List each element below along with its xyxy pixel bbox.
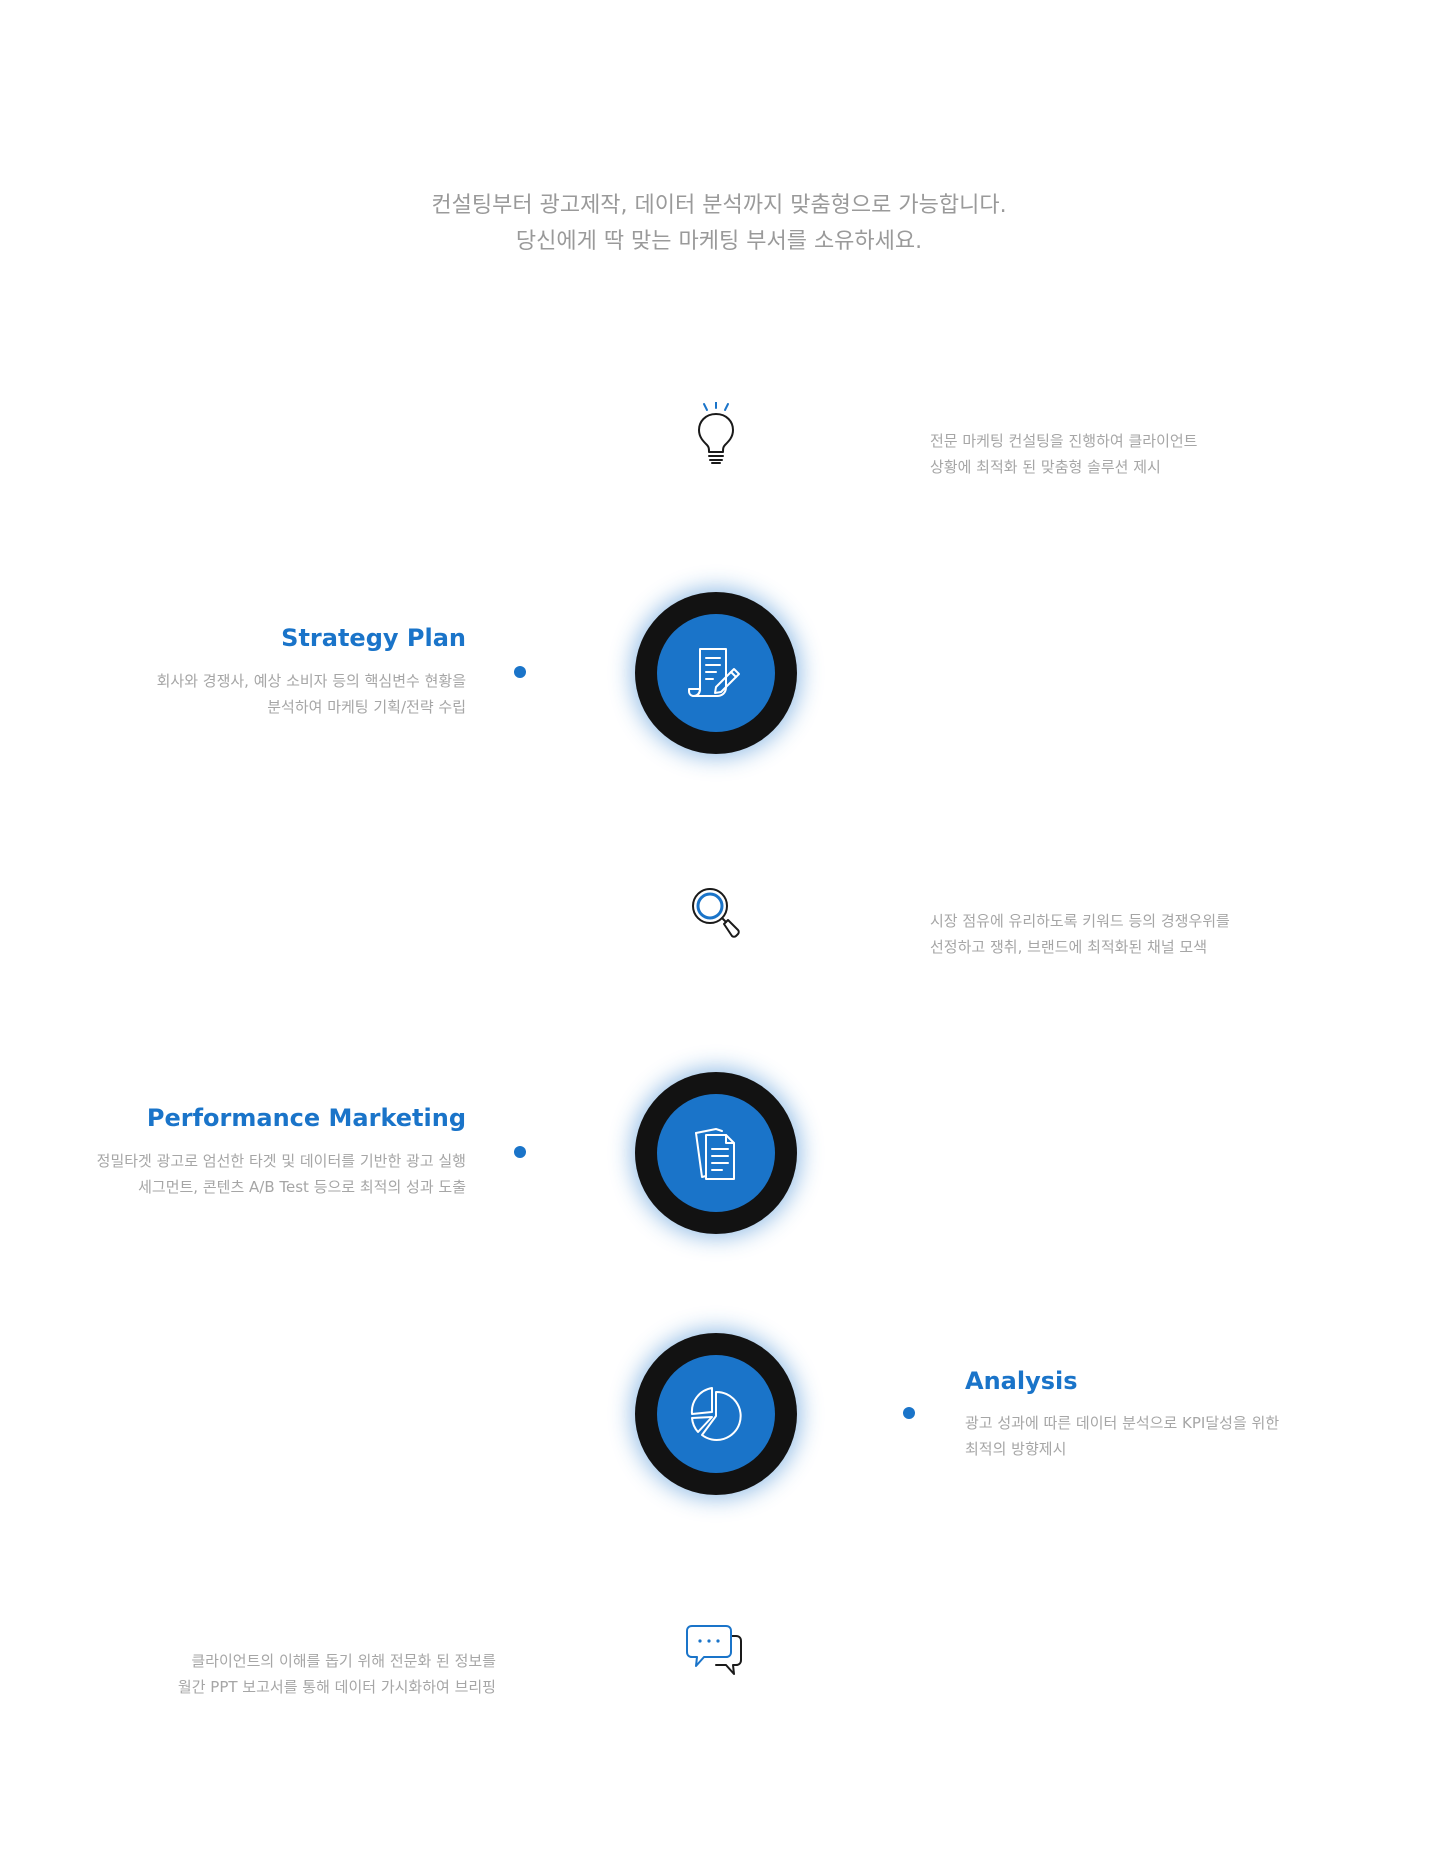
- performance-description: 정밀타겟 광고로 엄선한 타겟 및 데이터를 기반한 광고 실행 세그먼트, 콘…: [97, 1148, 466, 1200]
- strategy-desc-line-1: 회사와 경쟁사, 예상 소비자 등의 핵심변수 현황을: [156, 672, 466, 690]
- reporting-description: 클라이언트의 이해를 돕기 위해 전문화 된 정보를 월간 PPT 보고서를 통…: [178, 1648, 496, 1700]
- analysis-title: Analysis: [965, 1367, 1078, 1395]
- strategy-title: Strategy Plan: [281, 624, 466, 652]
- chat-bubbles-icon: [686, 1624, 744, 1676]
- performance-icon-core: [657, 1094, 775, 1212]
- keyword-desc-line-2: 선정하고 쟁취, 브랜드에 최적화된 채널 모색: [930, 938, 1208, 956]
- consulting-desc-line-1: 전문 마케팅 컨설팅을 진행하여 클라이언트: [930, 432, 1198, 450]
- intro-text: 컨설팅부터 광고제작, 데이터 분석까지 맞춤형으로 가능합니다. 당신에게 딱…: [0, 188, 1438, 260]
- analysis-desc-line-1: 광고 성과에 따른 데이터 분석으로 KPI달성을 위한: [965, 1414, 1280, 1432]
- documents-icon: [695, 1128, 735, 1180]
- analysis-icon-badge: [635, 1333, 797, 1495]
- consulting-desc-line-2: 상황에 최적화 된 맞춤형 솔루션 제시: [930, 458, 1161, 476]
- analysis-timeline-dot: [903, 1407, 915, 1419]
- strategy-icon-core: [657, 614, 775, 732]
- reporting-desc-line-1: 클라이언트의 이해를 돕기 위해 전문화 된 정보를: [191, 1652, 496, 1670]
- analysis-icon-core: [657, 1355, 775, 1473]
- strategy-desc-line-2: 분석하여 마케팅 기획/전략 수립: [267, 698, 466, 716]
- performance-icon-badge: [635, 1072, 797, 1234]
- analysis-desc-line-2: 최적의 방향제시: [965, 1440, 1067, 1458]
- analysis-description: 광고 성과에 따른 데이터 분석으로 KPI달성을 위한 최적의 방향제시: [965, 1410, 1279, 1462]
- strategy-icon-badge: [635, 592, 797, 754]
- document-pen-icon: [688, 648, 740, 697]
- strategy-timeline-dot: [514, 666, 526, 678]
- performance-title: Performance Marketing: [146, 1104, 466, 1132]
- keyword-desc-line-1: 시장 점유에 유리하도록 키워드 등의 경쟁우위를: [930, 912, 1230, 930]
- performance-timeline-dot: [514, 1146, 526, 1158]
- performance-desc-line-2: 세그먼트, 콘텐츠 A/B Test 등으로 최적의 성과 도출: [138, 1178, 466, 1196]
- lightbulb-icon: [694, 402, 738, 466]
- intro-line-2: 당신에게 딱 맞는 마케팅 부서를 소유하세요.: [515, 229, 923, 254]
- intro-line-1: 컨설팅부터 광고제작, 데이터 분석까지 맞춤형으로 가능합니다.: [431, 193, 1007, 218]
- strategy-description: 회사와 경쟁사, 예상 소비자 등의 핵심변수 현황을 분석하여 마케팅 기획/…: [157, 668, 466, 720]
- reporting-desc-line-2: 월간 PPT 보고서를 통해 데이터 가시화하여 브리핑: [177, 1678, 496, 1696]
- consulting-description: 전문 마케팅 컨설팅을 진행하여 클라이언트 상황에 최적화 된 맞춤형 솔루션…: [930, 428, 1197, 480]
- performance-desc-line-1: 정밀타겟 광고로 엄선한 타겟 및 데이터를 기반한 광고 실행: [96, 1152, 466, 1170]
- keyword-description: 시장 점유에 유리하도록 키워드 등의 경쟁우위를 선정하고 쟁취, 브랜드에 …: [930, 908, 1230, 960]
- pie-chart-icon: [690, 1387, 742, 1441]
- magnifier-icon: [690, 886, 740, 942]
